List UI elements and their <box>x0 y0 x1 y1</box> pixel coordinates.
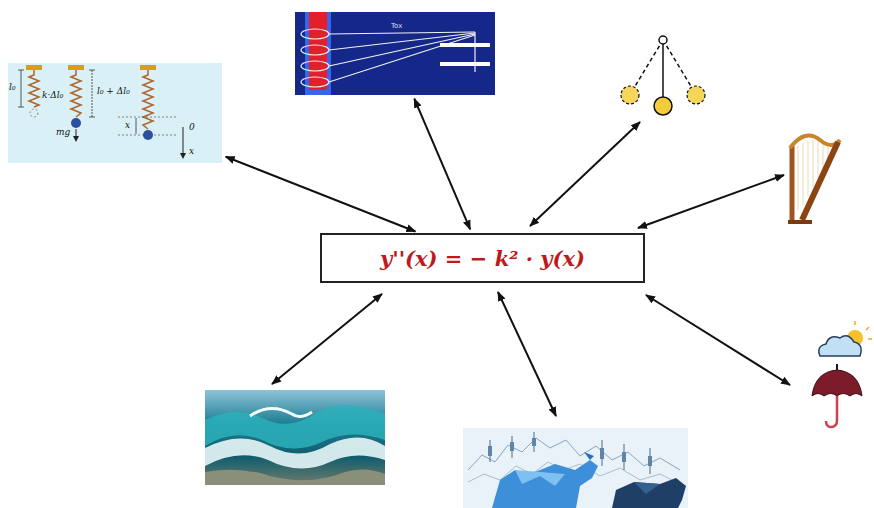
pendulum <box>621 36 705 115</box>
equation-box: y''(x) = − k² · y(x) <box>320 233 645 283</box>
coil-panel: Tox <box>295 12 495 95</box>
equation-text: y''(x) = − k² · y(x) <box>380 246 585 271</box>
symbol-label: x <box>189 146 194 157</box>
symbol-label: l₀ <box>9 82 16 93</box>
double-arrows <box>272 122 790 416</box>
spring-3 <box>118 65 186 159</box>
double-arrow <box>414 99 470 230</box>
spring-2 <box>68 65 95 142</box>
market-chart <box>463 428 688 508</box>
symbol-label: k·Δl₀ <box>42 90 63 101</box>
spring-panel: l₀ k·Δl₀ mg l₀ + Δl₀ x 0 x <box>8 63 222 163</box>
umbrella-weather <box>812 321 872 427</box>
double-arrow <box>226 157 416 232</box>
harp <box>788 136 840 223</box>
symbol-label: mg <box>56 127 70 138</box>
symbol-label: l₀ + Δl₀ <box>97 86 130 97</box>
spring-1 <box>18 65 42 117</box>
symbol-label: x <box>125 120 130 131</box>
symbol-label: 0 <box>189 122 195 133</box>
symbol-label: Tox <box>391 22 402 31</box>
sea-waves <box>205 390 385 485</box>
